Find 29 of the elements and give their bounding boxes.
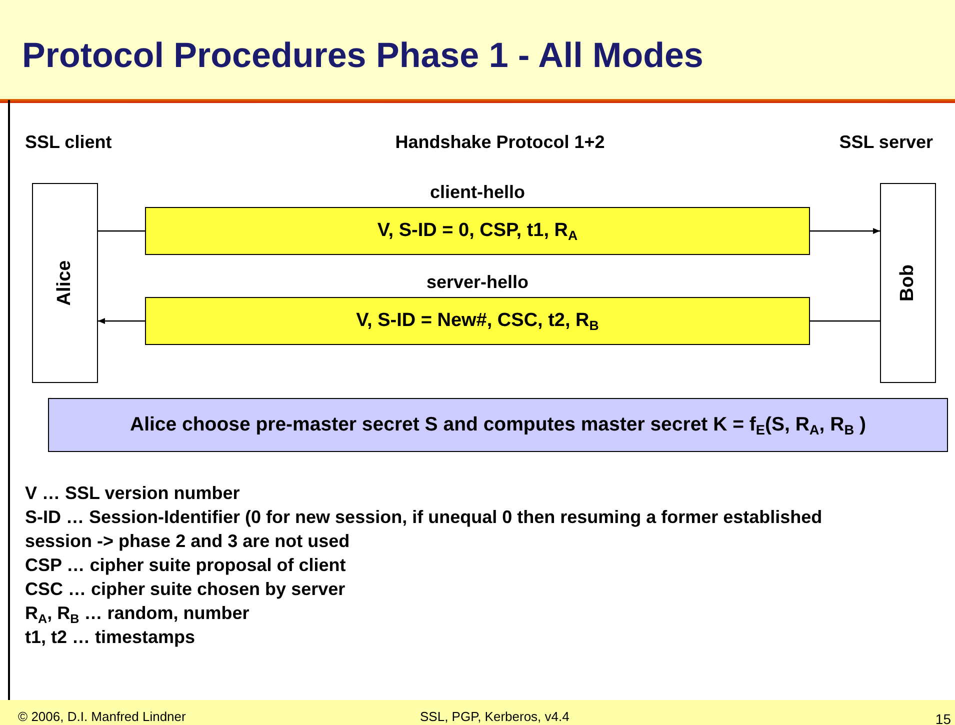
arrow xyxy=(810,228,880,234)
connector-line xyxy=(98,230,145,232)
definition-text: t1, t2 … timestamps xyxy=(25,626,196,649)
message-content: V, S-ID = 0, CSP, t1, R$_{A}$ xyxy=(376,220,579,242)
column-heading: Handshake Protocol 1+2 xyxy=(394,131,606,154)
column-heading: SSL client xyxy=(25,131,112,154)
message-name: client-hello xyxy=(428,182,526,203)
column-heading: SSL server xyxy=(839,131,933,154)
message-box xyxy=(145,207,810,255)
participant-box xyxy=(880,183,936,383)
arrow xyxy=(98,318,145,324)
footer-text: © 2006, D.I. Manfred Lindner xyxy=(18,708,186,725)
participant-box xyxy=(32,183,98,383)
message-name: server-hello xyxy=(425,272,530,293)
definition-text: V … SSL version number xyxy=(25,482,240,505)
participant-name: Alice xyxy=(54,260,76,306)
computation-box xyxy=(48,398,948,452)
definition-text: CSP … cipher suite proposal of client xyxy=(25,554,346,577)
message-content: V, S-ID = New#, CSC, t2, R$_{B}$ xyxy=(355,310,600,332)
message-box xyxy=(145,297,810,345)
footer-text: SSL, PGP, Kerberos, v4.4 xyxy=(420,708,570,725)
definition-text: S-ID … Session-Identifier (0 for new session, if unequal 0 then resuming a former established session -> phase 2 and 3 are not used xyxy=(25,506,824,553)
definition-text: CSC … cipher suite chosen by server xyxy=(25,578,346,601)
slide-title: Protocol Procedures Phase 1 - All Modes xyxy=(22,36,704,76)
computation-text: Alice choose pre-master secret S and computes master secret K = f$_{E}$(S, R$_{A}$, R$_{B}$ ) xyxy=(129,414,867,436)
participant-name: Bob xyxy=(897,264,919,302)
definition-text: R$_{A}$, R$_{B}$ … random, number xyxy=(25,602,250,625)
connector-line xyxy=(810,320,880,322)
page-number: 15 xyxy=(935,710,951,725)
